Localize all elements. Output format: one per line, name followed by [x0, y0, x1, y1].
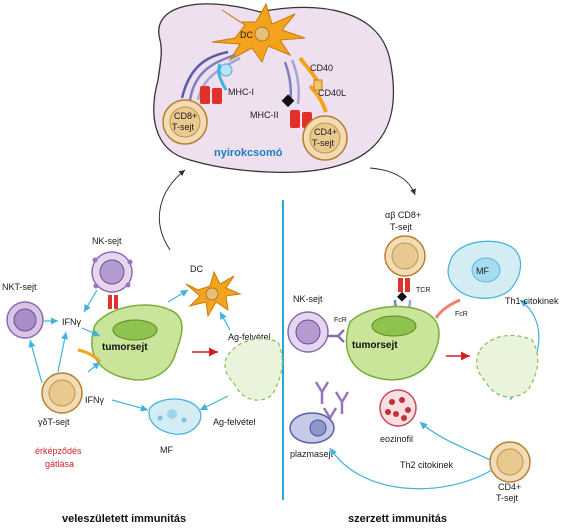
adaptive-cd4-t-cell: CD4+ T-sejt	[489, 441, 531, 503]
mhc1-complex: MHC-I	[200, 63, 254, 104]
eos-label: eozinofil	[380, 434, 413, 444]
innate-dc-label: DC	[190, 264, 203, 274]
cd8-label-2: T-sejt	[172, 122, 195, 132]
ifng-label-1: IFNγ	[62, 317, 81, 327]
lymph-node-label: nyirokcsomó	[214, 147, 283, 159]
innate-dc-cell: DC	[185, 264, 242, 318]
cd4-t-cell: CD4+ T-sejt	[302, 115, 348, 161]
fcr2-receptor	[434, 298, 461, 319]
adaptive-cd4-label-2: T-sejt	[496, 493, 519, 503]
adaptive-nk-label: NK-sejt	[293, 294, 323, 304]
ab-cd8-t-cell: αβ CD8+ T-sejt	[384, 210, 426, 277]
cd8-t-cell: CD8+ T-sejt	[162, 99, 208, 145]
tcr-label: TCR	[416, 287, 430, 294]
innate-blue-arrows	[28, 289, 189, 412]
gd-t-cell: γδT-sejt	[38, 372, 83, 427]
adaptive-footer: szerzett immunitás	[348, 513, 447, 525]
adaptive-mf-cell: MF	[447, 240, 522, 299]
th2-label: Th2 citokinek	[400, 460, 454, 470]
adaptive-nk-cell: NK-sejt	[287, 294, 329, 353]
innate-mf-label: MF	[160, 445, 173, 455]
ifng-label-2: IFNγ	[85, 395, 104, 405]
adaptive-mf-label: MF	[476, 266, 489, 276]
plasma-label: plazmasejt	[290, 449, 334, 459]
ag-label-2: Ag-felvétel	[213, 417, 256, 427]
eosinophil-cell: eozinofil	[379, 389, 417, 444]
ag-arrow-2	[199, 395, 229, 411]
angio-label-1: érképződés	[35, 446, 82, 456]
ag-arrow-1	[219, 311, 231, 331]
angio-label-2: gátlása	[45, 459, 74, 469]
th2-arrow-eos	[419, 421, 491, 461]
arrow-to-node	[158, 169, 186, 251]
innate-tumor-receptors	[77, 295, 118, 363]
innate-nk-cell: NK-sejt	[91, 236, 133, 293]
ag-label-1: Ag-felvétel	[228, 332, 271, 342]
adaptive-tumor-cell: tumorsejt	[345, 305, 440, 381]
cd40-complex: CD40 CD40L	[298, 56, 346, 113]
mhc2-complex: MHC-II	[250, 59, 312, 128]
innate-nk-label: NK-sejt	[92, 236, 122, 246]
cd4-label-1: CD4+	[314, 127, 337, 137]
th1-label: Th1-citokinek	[505, 296, 559, 306]
fcr1-antibody	[328, 329, 345, 343]
cd4-label-2: T-sejt	[312, 138, 335, 148]
innate-footer: veleszületett immunitás	[62, 513, 186, 525]
cd40l-label: CD40L	[318, 88, 346, 98]
ab-cd8-label-2: T-sejt	[390, 222, 413, 232]
adaptive-tumor-label: tumorsejt	[352, 340, 398, 351]
lymph-dc-label: DC	[240, 30, 253, 40]
innate-tumor-cell: tumorsejt	[91, 304, 183, 381]
adaptive-dead-tumor	[476, 334, 539, 398]
mhc2-label: MHC-II	[250, 110, 279, 120]
mhc1-label: MHC-I	[228, 87, 254, 97]
receptor-lines-left	[180, 50, 241, 101]
th2-arrow-plasma	[329, 447, 493, 490]
gd-t-label: γδT-sejt	[38, 417, 70, 427]
nkt-label: NKT-sejt	[2, 282, 37, 292]
plasma-cell: plazmasejt	[289, 412, 335, 459]
fcr2-label: FcR	[455, 311, 468, 318]
fcr1-label: FcR	[334, 317, 347, 324]
ab-cd8-label-1: αβ CD8+	[385, 210, 421, 220]
antibodies	[314, 381, 350, 428]
cd8-label-1: CD8+	[174, 111, 197, 121]
cd40-label: CD40	[310, 63, 333, 73]
lymph-dc-cell: DC	[211, 2, 306, 64]
adaptive-cd4-label-1: CD4+	[498, 482, 521, 492]
nkt-cell: NKT-sejt	[2, 282, 44, 339]
innate-tumor-label: tumorsejt	[102, 342, 148, 353]
innate-mf-cell: MF	[148, 398, 202, 455]
arrow-from-node	[369, 167, 416, 196]
innate-dead-tumor	[224, 338, 283, 401]
